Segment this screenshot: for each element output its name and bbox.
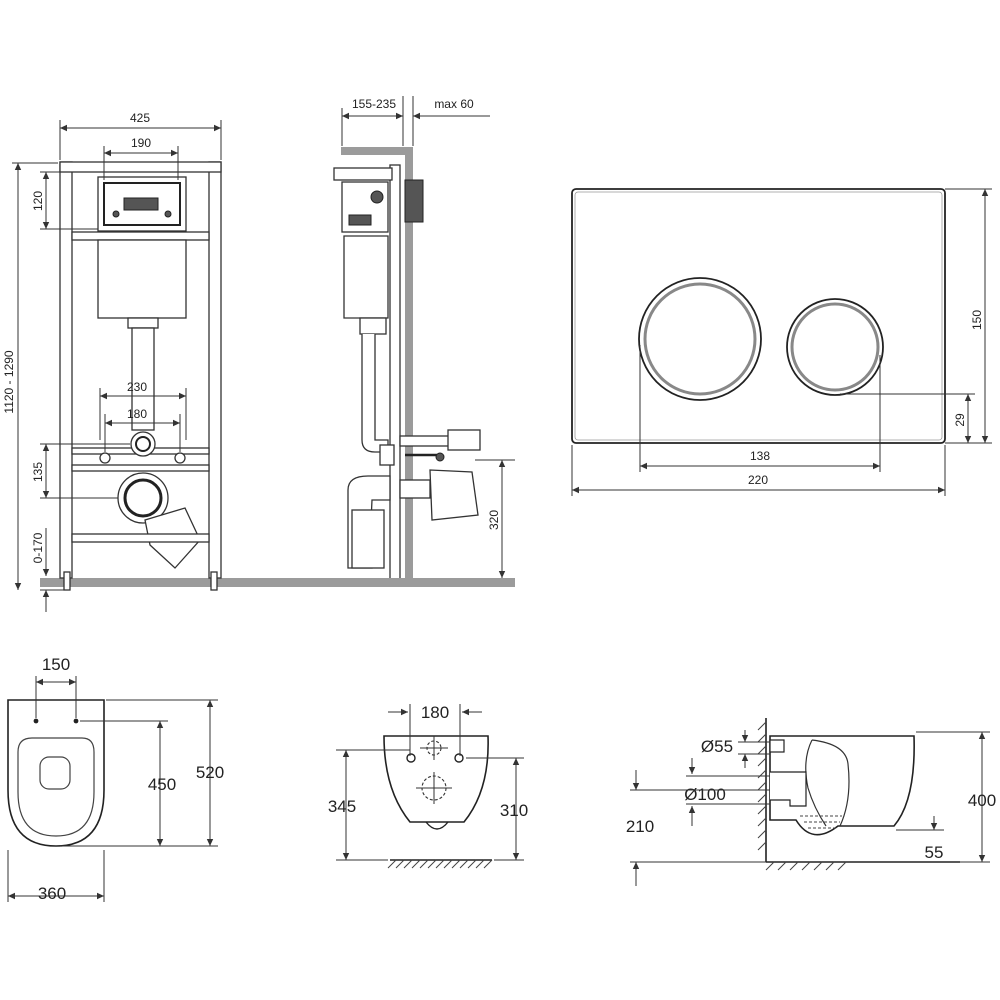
- dim-bowl-height-front: 310: [500, 801, 528, 820]
- side-inlet-valve: [447, 429, 481, 451]
- dim-hole-depth: 450: [148, 775, 176, 794]
- frame-upright-left: [59, 161, 73, 579]
- dim-frame-height: 1120 - 1290: [2, 350, 16, 413]
- frame-upright-right: [208, 161, 222, 579]
- dim-button-span: 138: [750, 449, 770, 463]
- side-upright: [389, 164, 401, 586]
- flush-valve-icon: [123, 197, 159, 211]
- dim-bowl-width: 360: [38, 884, 66, 903]
- outlet-spigot: [770, 771, 807, 807]
- flush-plate: [571, 188, 946, 444]
- dim-outlet-height: 135: [31, 462, 45, 482]
- bowl-front-view: 180 345 310: [328, 703, 528, 869]
- dim-outlet-spacing: 230: [127, 380, 147, 394]
- floor-line: [40, 578, 515, 587]
- flush-pipe: [131, 327, 155, 431]
- dim-bowl-height-side: 400: [968, 791, 996, 810]
- side-cistern: [343, 235, 389, 319]
- frame-side-view: 155-235 max 60 320: [290, 96, 515, 587]
- dim-button-offset: 29: [953, 413, 967, 427]
- dim-top-block: 120: [31, 191, 45, 211]
- frame-front-view: 425 190 120 1120 - 1290 230 180 135 0-17…: [2, 111, 515, 612]
- dim-hole-spacing-front: 180: [421, 703, 449, 722]
- dim-bowl-bottom: 55: [925, 843, 944, 862]
- flush-plate-view: 150 29 138 220: [571, 188, 992, 496]
- dim-bowl-length: 520: [196, 763, 224, 782]
- cistern-tank: [97, 239, 187, 319]
- dim-outlet-height-side: 210: [626, 817, 654, 836]
- inlet-nozzle: [769, 739, 785, 753]
- dim-drain-height: 320: [487, 510, 501, 530]
- mounting-stud-left: [99, 452, 111, 464]
- mounting-stud-right: [174, 452, 186, 464]
- dim-panel-width: 190: [131, 136, 151, 150]
- dim-hole-spacing-top: 150: [42, 655, 70, 674]
- bowl-side-view: Ø55 Ø100 210 400 55: [626, 718, 996, 886]
- dim-leg-adjust: 0-170: [31, 532, 45, 563]
- fixing-hole-left: [33, 718, 39, 724]
- dim-total-height: 345: [328, 797, 356, 816]
- side-drain-connector: [429, 469, 479, 521]
- dim-wall-max: max 60: [434, 97, 474, 111]
- dim-stud-spacing: 180: [127, 407, 147, 421]
- dim-outlet-diameter: Ø100: [684, 785, 726, 804]
- bowl-top-view: 150 450 520 360: [7, 655, 224, 903]
- wall-bracket: [404, 179, 424, 223]
- dim-frame-depth: 155-235: [352, 97, 396, 111]
- dim-plate-width: 220: [748, 473, 768, 487]
- wall-top: [341, 147, 413, 155]
- dim-inlet-diameter: Ø55: [701, 737, 733, 756]
- frame-top-bar: [59, 161, 222, 173]
- fixing-hole-right: [73, 718, 79, 724]
- dim-frame-width: 425: [130, 111, 150, 125]
- dim-plate-height: 150: [970, 310, 984, 330]
